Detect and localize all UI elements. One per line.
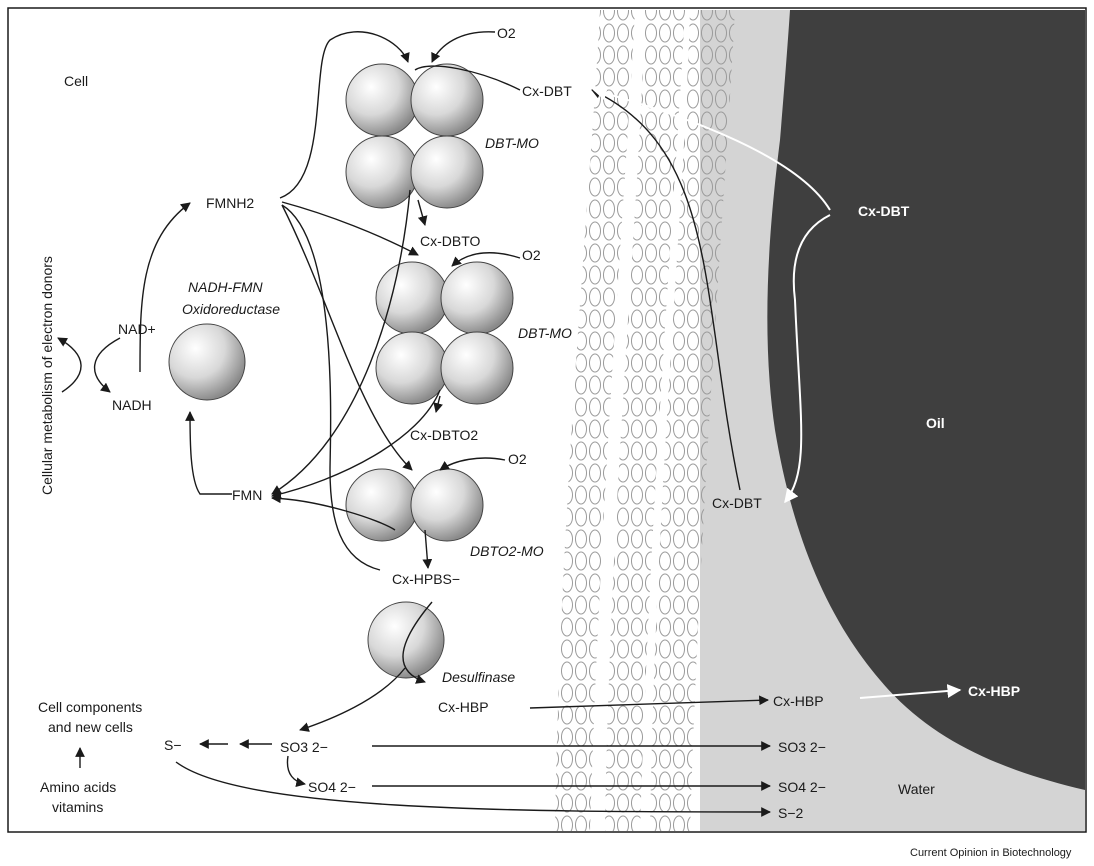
s-minus-label: S−	[164, 737, 182, 753]
so4-right-label: SO4 2−	[778, 779, 826, 795]
desulfinase-label: Desulfinase	[442, 669, 515, 685]
cx-dbt-bottom-label: Cx-DBT	[712, 495, 762, 511]
cx-dbt-top-label: Cx-DBT	[522, 83, 572, 99]
dbt-mo-label-1: DBT-MO	[485, 135, 539, 151]
cx-hpbs-label: Cx-HPBS−	[392, 571, 460, 587]
cx-dbto-label: Cx-DBTO	[420, 233, 481, 249]
water-label: Water	[898, 781, 935, 797]
amino-acids-label: Amino acids	[40, 779, 116, 795]
credit-label: Current Opinion in Biotechnology	[910, 847, 1072, 859]
cx-dbto2-label: Cx-DBTO2	[410, 427, 478, 443]
dbt-mo-label-2: DBT-MO	[518, 325, 572, 341]
cell-components-label-1: Cell components	[38, 699, 142, 715]
dbto2-mo-label: DBTO2-MO	[470, 543, 544, 559]
nadh-fmn-oxidoreductase-enzyme	[169, 324, 245, 400]
o2-label-3: O2	[508, 451, 527, 467]
s2-label: S−2	[778, 805, 804, 821]
oxidoreductase-label: Oxidoreductase	[182, 301, 280, 317]
fmnh2-label: FMNH2	[206, 195, 254, 211]
nadh-fmn-label: NADH-FMN	[188, 279, 264, 295]
vitamins-label: vitamins	[52, 799, 103, 815]
nad-plus-label: NAD+	[118, 321, 156, 337]
cx-hbp-oil-label: Cx-HBP	[968, 683, 1020, 699]
oil-label: Oil	[926, 415, 945, 431]
cx-dbt-oil-label: Cx-DBT	[858, 203, 910, 219]
cx-hbp-label-2: Cx-HBP	[773, 693, 824, 709]
so3-right-label: SO3 2−	[778, 739, 826, 755]
side-axis-label: Cellular metabolism of electron donors	[39, 256, 55, 495]
o2-label-2: O2	[522, 247, 541, 263]
cell-components-label-2: and new cells	[48, 719, 133, 735]
so4-left-label: SO4 2−	[308, 779, 356, 795]
fmn-label: FMN	[232, 487, 262, 503]
cell-label: Cell	[64, 73, 88, 89]
o2-label-1: O2	[497, 25, 516, 41]
nadh-label: NADH	[112, 397, 152, 413]
desulfinase-enzyme	[368, 602, 444, 678]
cx-hbp-label-1: Cx-HBP	[438, 699, 489, 715]
so3-left-label: SO3 2−	[280, 739, 328, 755]
